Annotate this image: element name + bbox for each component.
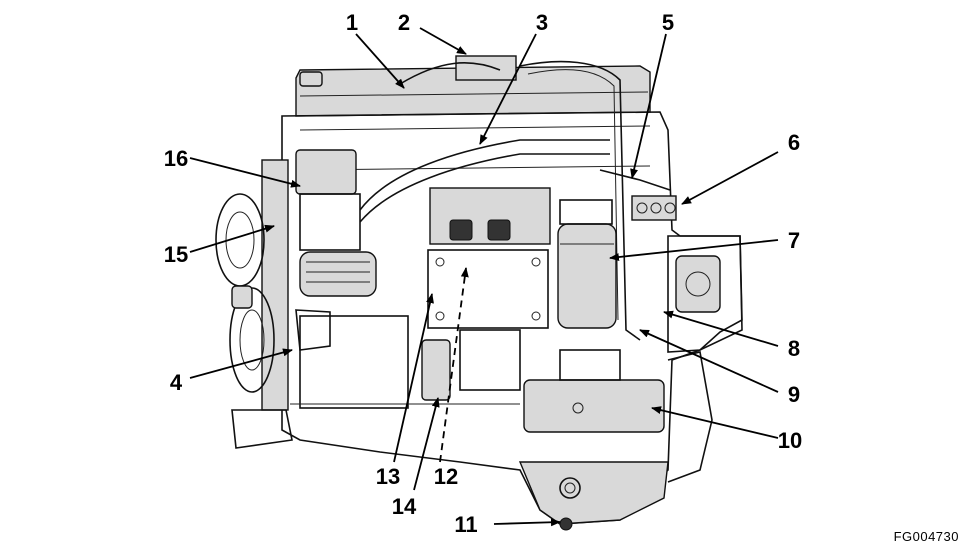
callout-2: 2 bbox=[398, 10, 410, 35]
leader-13 bbox=[393, 293, 434, 463]
leader-14 bbox=[413, 397, 440, 491]
callout-3: 3 bbox=[536, 10, 548, 35]
leader-10 bbox=[651, 406, 779, 439]
air-compressor bbox=[299, 251, 377, 297]
callout-13: 13 bbox=[376, 464, 400, 489]
figure-id: FG004730 bbox=[893, 529, 959, 544]
oil-drain-plug bbox=[559, 517, 573, 531]
callout-5: 5 bbox=[662, 10, 674, 35]
timing-cover bbox=[261, 159, 289, 411]
callout-12: 12 bbox=[434, 464, 458, 489]
callout-4: 4 bbox=[170, 370, 183, 395]
leader-8 bbox=[663, 310, 779, 347]
oil-pan bbox=[518, 461, 669, 525]
fan-pulley bbox=[215, 193, 265, 287]
oil-fill-tube bbox=[295, 309, 331, 351]
fuel-line-upper bbox=[359, 139, 610, 211]
callout-8: 8 bbox=[788, 336, 800, 361]
callout-9: 9 bbox=[788, 382, 800, 407]
leader-12 bbox=[439, 267, 469, 463]
leader-6 bbox=[681, 151, 779, 205]
breather-top bbox=[455, 55, 517, 81]
leader-9 bbox=[639, 329, 779, 393]
callout-1: 1 bbox=[346, 10, 358, 35]
callout-6: 6 bbox=[788, 130, 800, 155]
leader-2 bbox=[419, 27, 467, 55]
fuel-filter bbox=[557, 223, 617, 329]
fuel-pump-body bbox=[299, 193, 361, 251]
leader-5 bbox=[630, 33, 667, 179]
leader-16 bbox=[189, 157, 301, 188]
ecm-module bbox=[427, 249, 549, 329]
cylinder-block bbox=[281, 111, 743, 525]
lower-side-cover bbox=[299, 315, 409, 409]
engine-body bbox=[215, 55, 743, 531]
leader-3 bbox=[479, 33, 537, 145]
callout-10: 10 bbox=[778, 428, 802, 453]
starter-motor bbox=[523, 379, 665, 433]
callout-14: 14 bbox=[392, 494, 417, 519]
oil-line-long bbox=[519, 60, 641, 341]
callout-11: 11 bbox=[454, 512, 477, 537]
air-tube-1 bbox=[399, 62, 501, 85]
leader-11 bbox=[493, 518, 561, 527]
leader-1 bbox=[355, 33, 405, 89]
front-pulleys bbox=[215, 159, 293, 449]
callout-16: 16 bbox=[164, 146, 188, 171]
leader-15 bbox=[189, 224, 275, 253]
leader-lines bbox=[189, 27, 779, 527]
leader-7 bbox=[609, 239, 779, 262]
callout-7: 7 bbox=[788, 228, 800, 253]
fuel-pump-head bbox=[295, 149, 357, 195]
flywheel-housing bbox=[667, 235, 743, 353]
callout-15: 15 bbox=[164, 242, 188, 267]
leader-4 bbox=[189, 348, 293, 379]
callout-labels: 1 2 3 4 5 6 7 8 9 10 11 12 13 14 15 16 bbox=[164, 10, 802, 537]
sensor-manifold bbox=[631, 195, 677, 221]
oil-filter-head bbox=[421, 339, 451, 401]
